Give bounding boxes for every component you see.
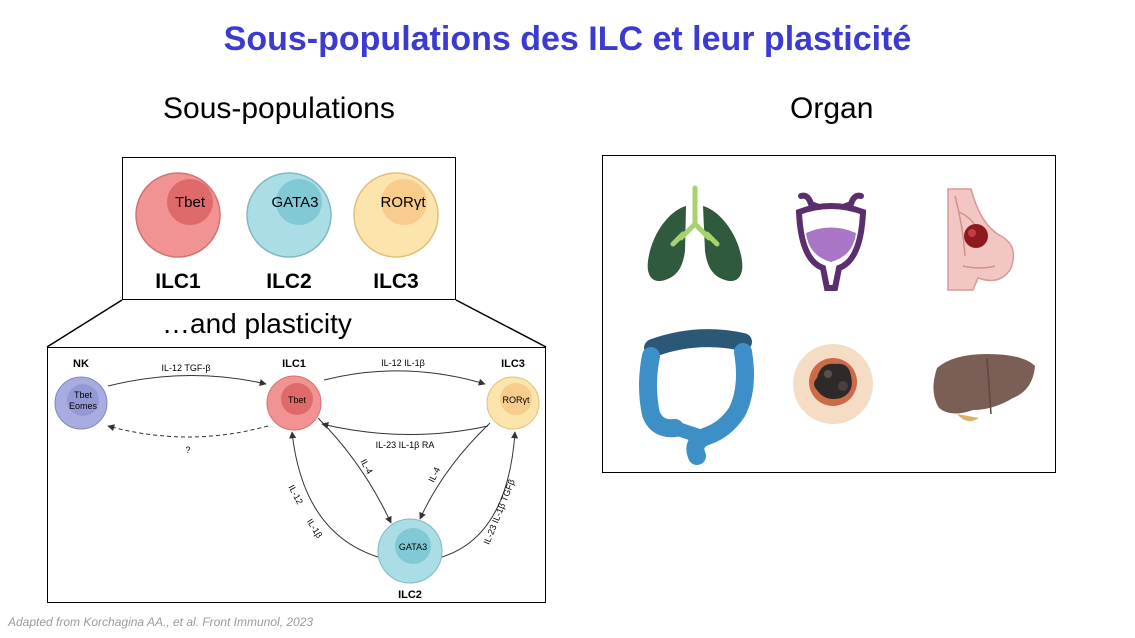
plasticity-panel: NK Tbet Eomes ILC1 Tbet ILC3 RORγt GATA3… [47, 347, 546, 603]
tumor-icon [793, 344, 873, 424]
ilc2-name-label: ILC2 [266, 270, 312, 293]
plasticity-diagram: NK Tbet Eomes ILC1 Tbet ILC3 RORγt GATA3… [54, 358, 540, 601]
edge-nk-to-ilc1-label: IL-12 TGF-β [161, 363, 210, 373]
ilc1-node-tf: Tbet [288, 395, 307, 405]
nk-tf-line1: Tbet [74, 390, 93, 400]
ilc3-tf-label: RORγt [381, 194, 427, 211]
ilc3-name-label: ILC3 [373, 270, 419, 293]
ilc1-node-label: ILC1 [282, 358, 306, 370]
nk-node: NK Tbet Eomes [54, 358, 108, 430]
edge-ilc1-to-ilc2-label: IL-4 [359, 457, 375, 475]
edge-nk-to-ilc1 [107, 374, 267, 387]
edge-ilc3-to-ilc1-label: IL-23 IL-1β RA [376, 440, 435, 450]
ilc1-node: ILC1 Tbet [266, 358, 322, 431]
edge-ilc1-to-ilc3-label: IL-12 IL-1β [381, 358, 425, 368]
subpopulations-heading: Sous-populations [163, 92, 395, 125]
organ-panel [602, 155, 1056, 473]
liver-icon [933, 354, 1035, 422]
citation: Adapted from Korchagina AA., et al. Fron… [8, 615, 314, 629]
nk-label: NK [73, 358, 89, 370]
edge-ilc2-to-ilc1 [289, 431, 379, 558]
ilc1-tf-label: Tbet [175, 194, 206, 211]
ilc-cells-graphic: Tbet ILC1 GATA3 ILC2 RORγt ILC3 [135, 172, 439, 293]
edge-ilc3-to-ilc2 [419, 422, 491, 520]
edge-ilc3-to-ilc1 [321, 422, 489, 436]
edge-ilc1-to-ilc2 [317, 417, 392, 524]
ilc3-node-tf: RORγt [503, 395, 530, 405]
edge-ilc2-to-ilc1-label-b: IL-1β [305, 517, 324, 540]
edge-ilc1-to-nk-label: ? [185, 445, 190, 455]
nk-tf-line2: Eomes [69, 401, 98, 411]
bladder-icon [795, 192, 867, 291]
ilc2-node-label: ILC2 [398, 589, 422, 601]
plasticity-heading: …and plasticity [162, 308, 352, 339]
organ-icons [639, 185, 1035, 465]
ilc3-node-label: ILC3 [501, 358, 525, 370]
ilc3-node: ILC3 RORγt [486, 358, 540, 430]
ilc3-cell: RORγt ILC3 [353, 172, 439, 293]
edge-ilc1-to-ilc3 [323, 370, 486, 386]
ilc1-cell: Tbet ILC1 [135, 172, 221, 293]
ilc2-node: GATA3 ILC2 [377, 518, 443, 601]
ilc2-node-tf: GATA3 [399, 542, 427, 552]
breast-tumor-icon [947, 188, 1015, 291]
lung-icon [647, 185, 743, 282]
edge-ilc2-to-ilc3 [441, 431, 519, 558]
edge-ilc1-to-nk [107, 424, 269, 438]
edge-ilc2-to-ilc3-label: IL-23 IL-1β TGFβ [482, 478, 517, 546]
ilc2-tf-label: GATA3 [272, 194, 319, 211]
ilc1-name-label: ILC1 [155, 270, 201, 293]
ilc2-cell: GATA3 ILC2 [246, 172, 332, 293]
edge-ilc2-to-ilc1-label-a: IL-12 [286, 483, 304, 506]
ilc-subpopulations-panel: Tbet ILC1 GATA3 ILC2 RORγt ILC3 [122, 157, 456, 300]
edge-ilc3-to-ilc2-label: IL-4 [426, 466, 442, 484]
page-title: Sous-populations des ILC et leur plastic… [223, 20, 912, 58]
colon-icon [639, 329, 754, 465]
organ-heading: Organ [790, 92, 874, 125]
